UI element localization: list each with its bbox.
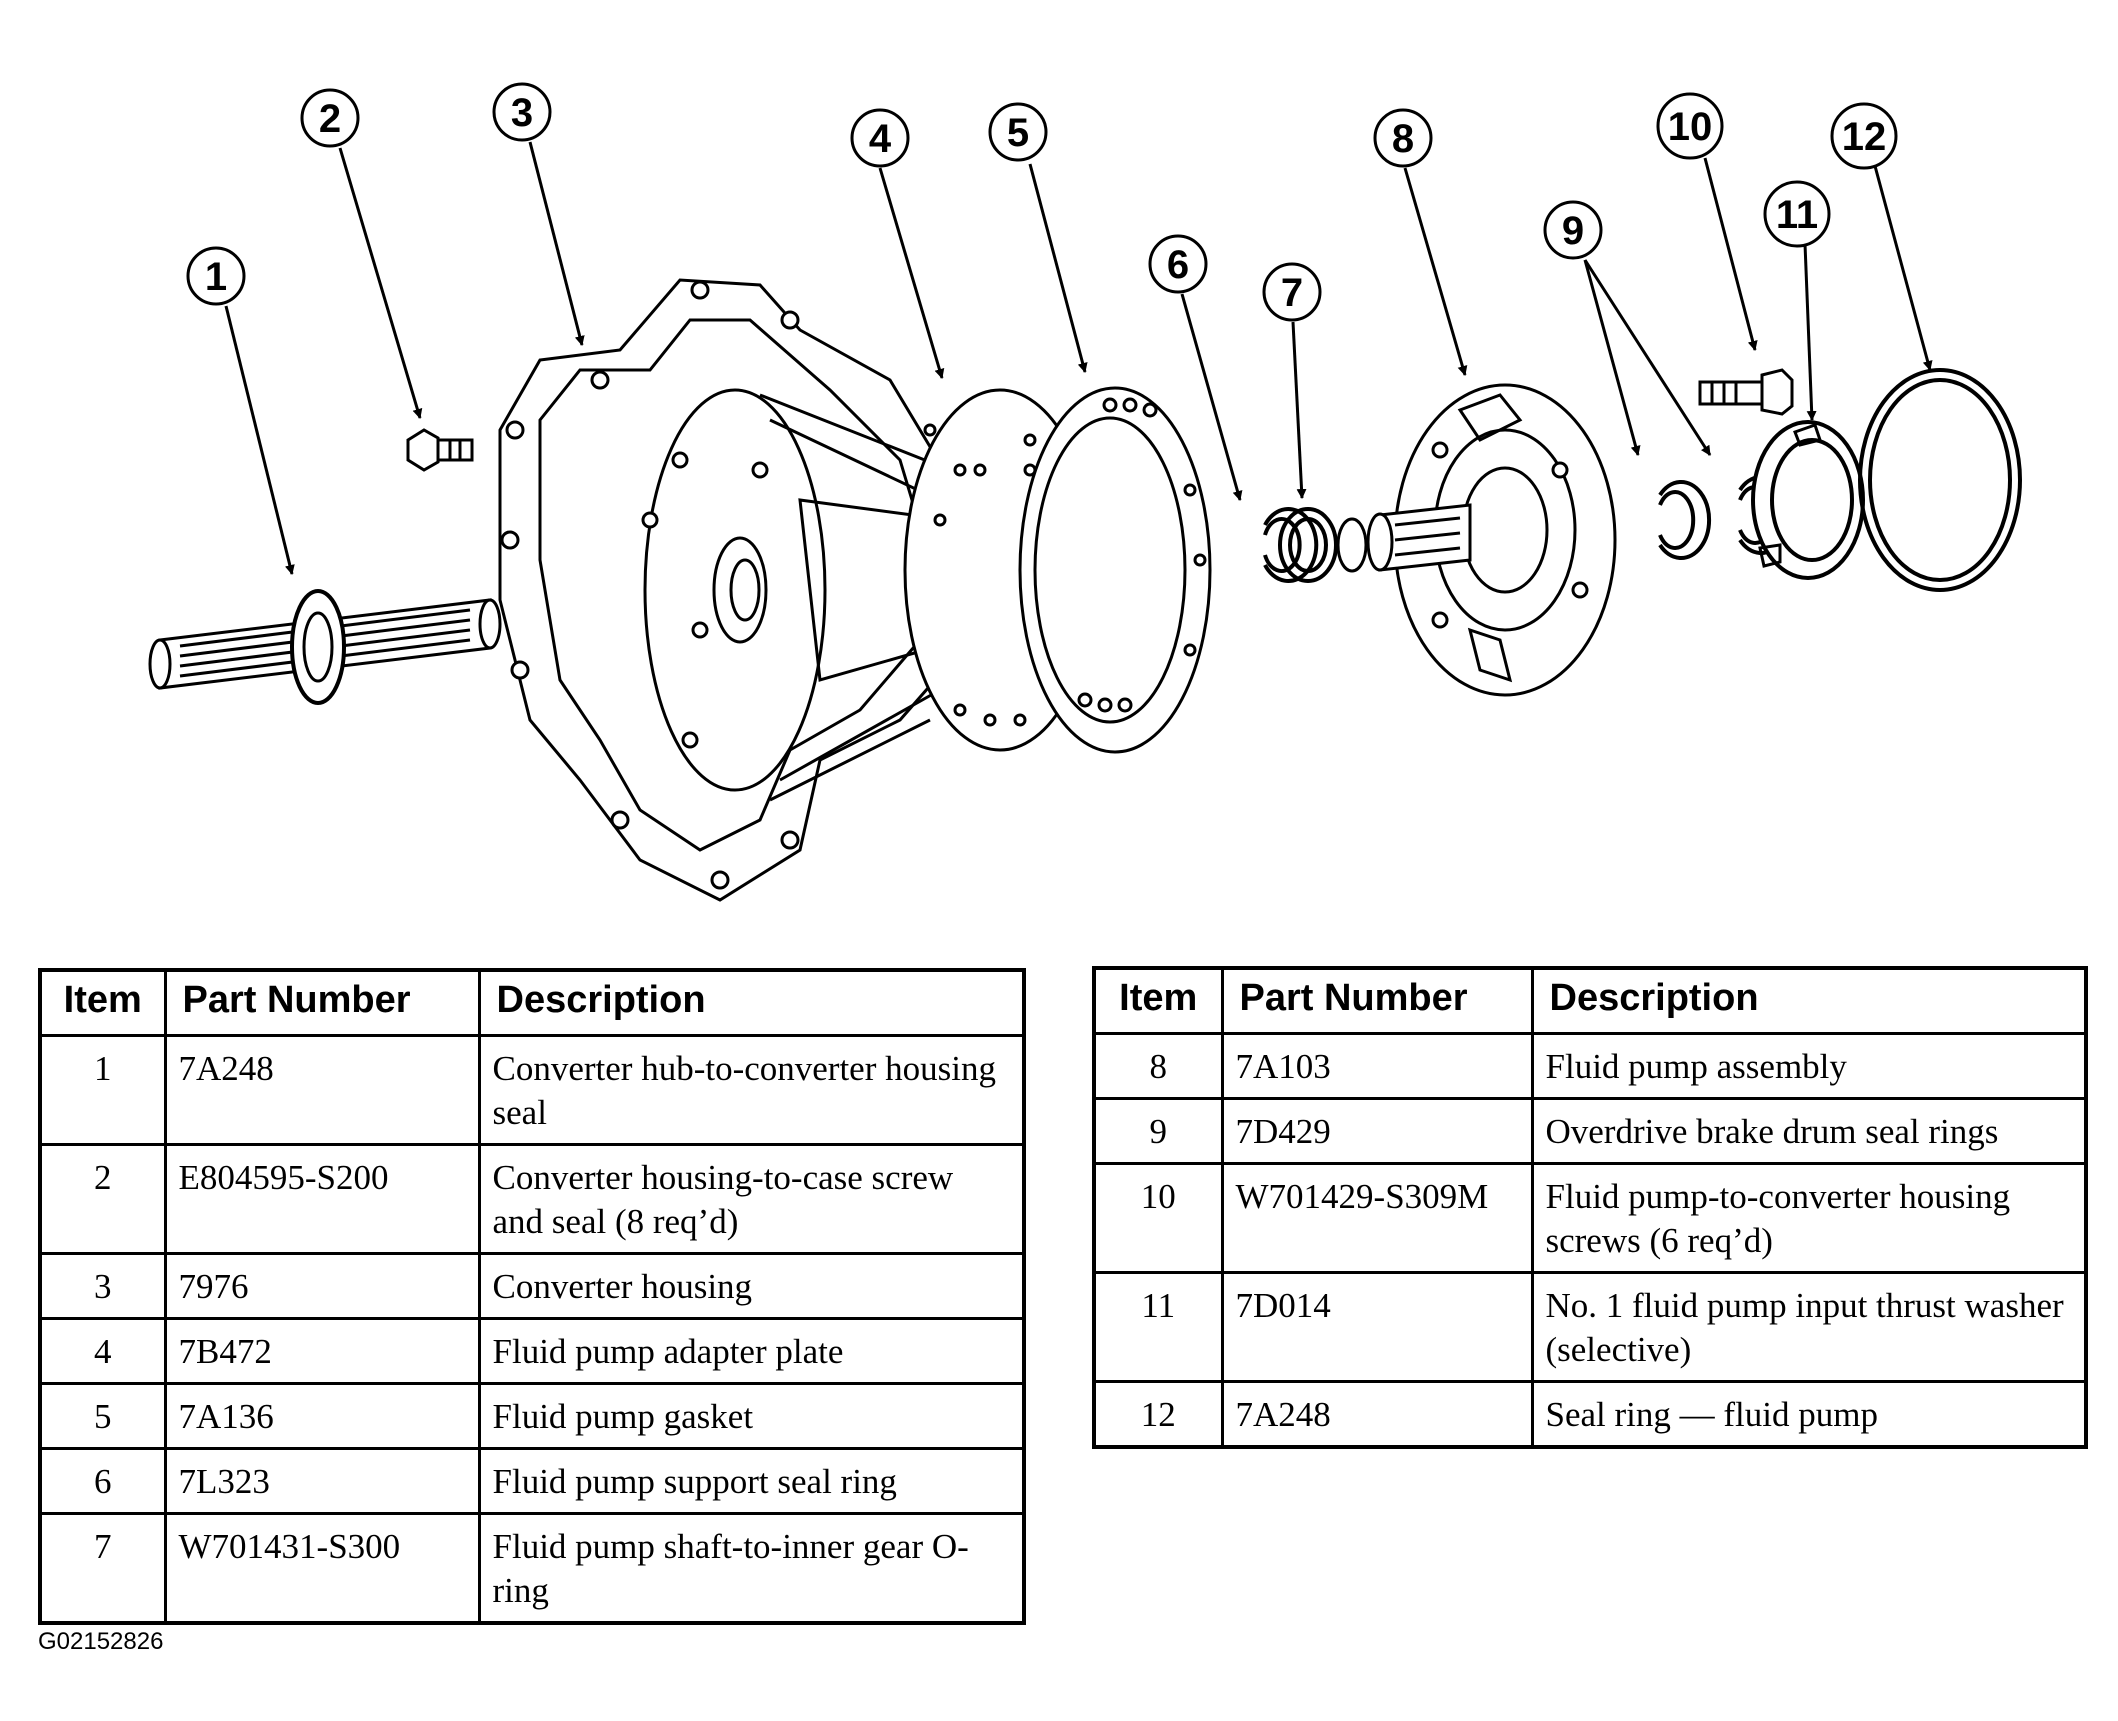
callout-10: 10: [1656, 92, 1724, 160]
cell-part-number: 7A248: [163, 1034, 481, 1146]
callout-9: 9: [1543, 200, 1603, 260]
callout-4-label: 4: [869, 117, 892, 161]
cell-description: No. 1 fluid pump input thrust washer (se…: [1530, 1271, 2088, 1383]
cell-item: 10: [1092, 1162, 1224, 1274]
cell-item: 12: [1092, 1380, 1224, 1449]
callout-8: 8: [1373, 108, 1433, 168]
figure-id: G02152826: [38, 1628, 164, 1655]
cell-item: 4: [38, 1317, 167, 1385]
callout-7-label: 7: [1281, 271, 1303, 315]
cell-part-number: 7A248: [1220, 1380, 1534, 1449]
cell-description: Fluid pump adapter plate: [477, 1317, 1026, 1385]
callout-3-label: 3: [511, 91, 533, 135]
callout-6: 6: [1148, 234, 1208, 294]
cell-description: Converter housing: [477, 1252, 1026, 1320]
callout-2: 2: [300, 88, 360, 148]
cell-part-number: 7A103: [1220, 1032, 1534, 1100]
cell-part-number: W701429-S309M: [1220, 1162, 1534, 1274]
cell-description: Fluid pump support seal ring: [477, 1447, 1026, 1515]
cell-item: 3: [38, 1252, 167, 1320]
part-7-o-ring: [1278, 507, 1338, 583]
part-12-seal-ring: [1858, 368, 2022, 592]
leader-lines: [224, 141, 1933, 575]
cell-item: 1: [38, 1034, 167, 1146]
callout-8-label: 8: [1392, 117, 1414, 161]
part-10-screw: [1698, 368, 1794, 416]
header-item: Item: [38, 968, 167, 1037]
cell-description: Fluid pump assembly: [1530, 1032, 2088, 1100]
cell-description: Overdrive brake drum seal rings: [1530, 1097, 2088, 1165]
callout-11-label: 11: [1776, 193, 1818, 237]
cell-description: Fluid pump shaft-to-inner gear O-ring: [477, 1512, 1026, 1625]
callout-6-label: 6: [1167, 243, 1189, 287]
cell-item: 9: [1092, 1097, 1224, 1165]
header-description: Description: [477, 968, 1026, 1037]
cell-part-number: 7B472: [163, 1317, 481, 1385]
callout-2-label: 2: [319, 97, 341, 141]
cell-part-number: 7L323: [163, 1447, 481, 1515]
cell-item: 2: [38, 1143, 167, 1255]
header-item: Item: [1092, 966, 1224, 1035]
cell-item: 7: [38, 1512, 167, 1625]
exploded-view-diagram: 1 2 3 4 5 6 7 8 9 10 11 12: [148, 82, 2022, 902]
callout-7: 7: [1262, 262, 1322, 322]
callout-5-label: 5: [1007, 111, 1029, 155]
callout-11: 11: [1763, 180, 1831, 248]
cell-part-number: 7D014: [1220, 1271, 1534, 1383]
callout-5: 5: [988, 102, 1048, 162]
part-2-screw: [406, 428, 474, 472]
cell-part-number: E804595-S200: [163, 1143, 481, 1255]
callout-12-label: 12: [1842, 115, 1887, 159]
part-3-converter-housing: [498, 278, 977, 902]
cell-description: Converter housing-to-case screw and seal…: [477, 1143, 1026, 1255]
cell-item: 11: [1092, 1271, 1224, 1383]
callout-1-label: 1: [205, 255, 227, 299]
part-6-seal-ring: [1263, 507, 1319, 583]
header-part-number: Part Number: [163, 968, 481, 1037]
callout-3: 3: [492, 82, 552, 142]
part-5-gasket: [1018, 386, 1212, 754]
part-1-shaft-seal: [148, 589, 502, 705]
callout-10-label: 10: [1668, 105, 1713, 149]
cell-description: Converter hub-to-converter housing seal: [477, 1034, 1026, 1146]
callout-4: 4: [850, 108, 910, 168]
cell-description: Seal ring — fluid pump: [1530, 1380, 2088, 1449]
cell-part-number: 7976: [163, 1252, 481, 1320]
cell-item: 5: [38, 1382, 167, 1450]
callout-12: 12: [1830, 102, 1898, 170]
cell-part-number: 7A136: [163, 1382, 481, 1450]
callout-9-label: 9: [1562, 209, 1584, 253]
header-part-number: Part Number: [1220, 966, 1534, 1035]
table-header-row: Item Part Number Description: [1092, 966, 2088, 1035]
cell-item: 8: [1092, 1032, 1224, 1100]
cell-part-number: W701431-S300: [163, 1512, 481, 1625]
part-8-fluid-pump: [1336, 383, 1617, 697]
cell-part-number: 7D429: [1220, 1097, 1534, 1165]
callout-1: 1: [186, 246, 246, 306]
header-description: Description: [1530, 966, 2088, 1035]
cell-item: 6: [38, 1447, 167, 1515]
part-11-thrust-washer: [1751, 420, 1865, 580]
table-header-row: Item Part Number Description: [38, 968, 1026, 1037]
cell-description: Fluid pump-to-converter housing screws (…: [1530, 1162, 2088, 1274]
cell-description: Fluid pump gasket: [477, 1382, 1026, 1450]
